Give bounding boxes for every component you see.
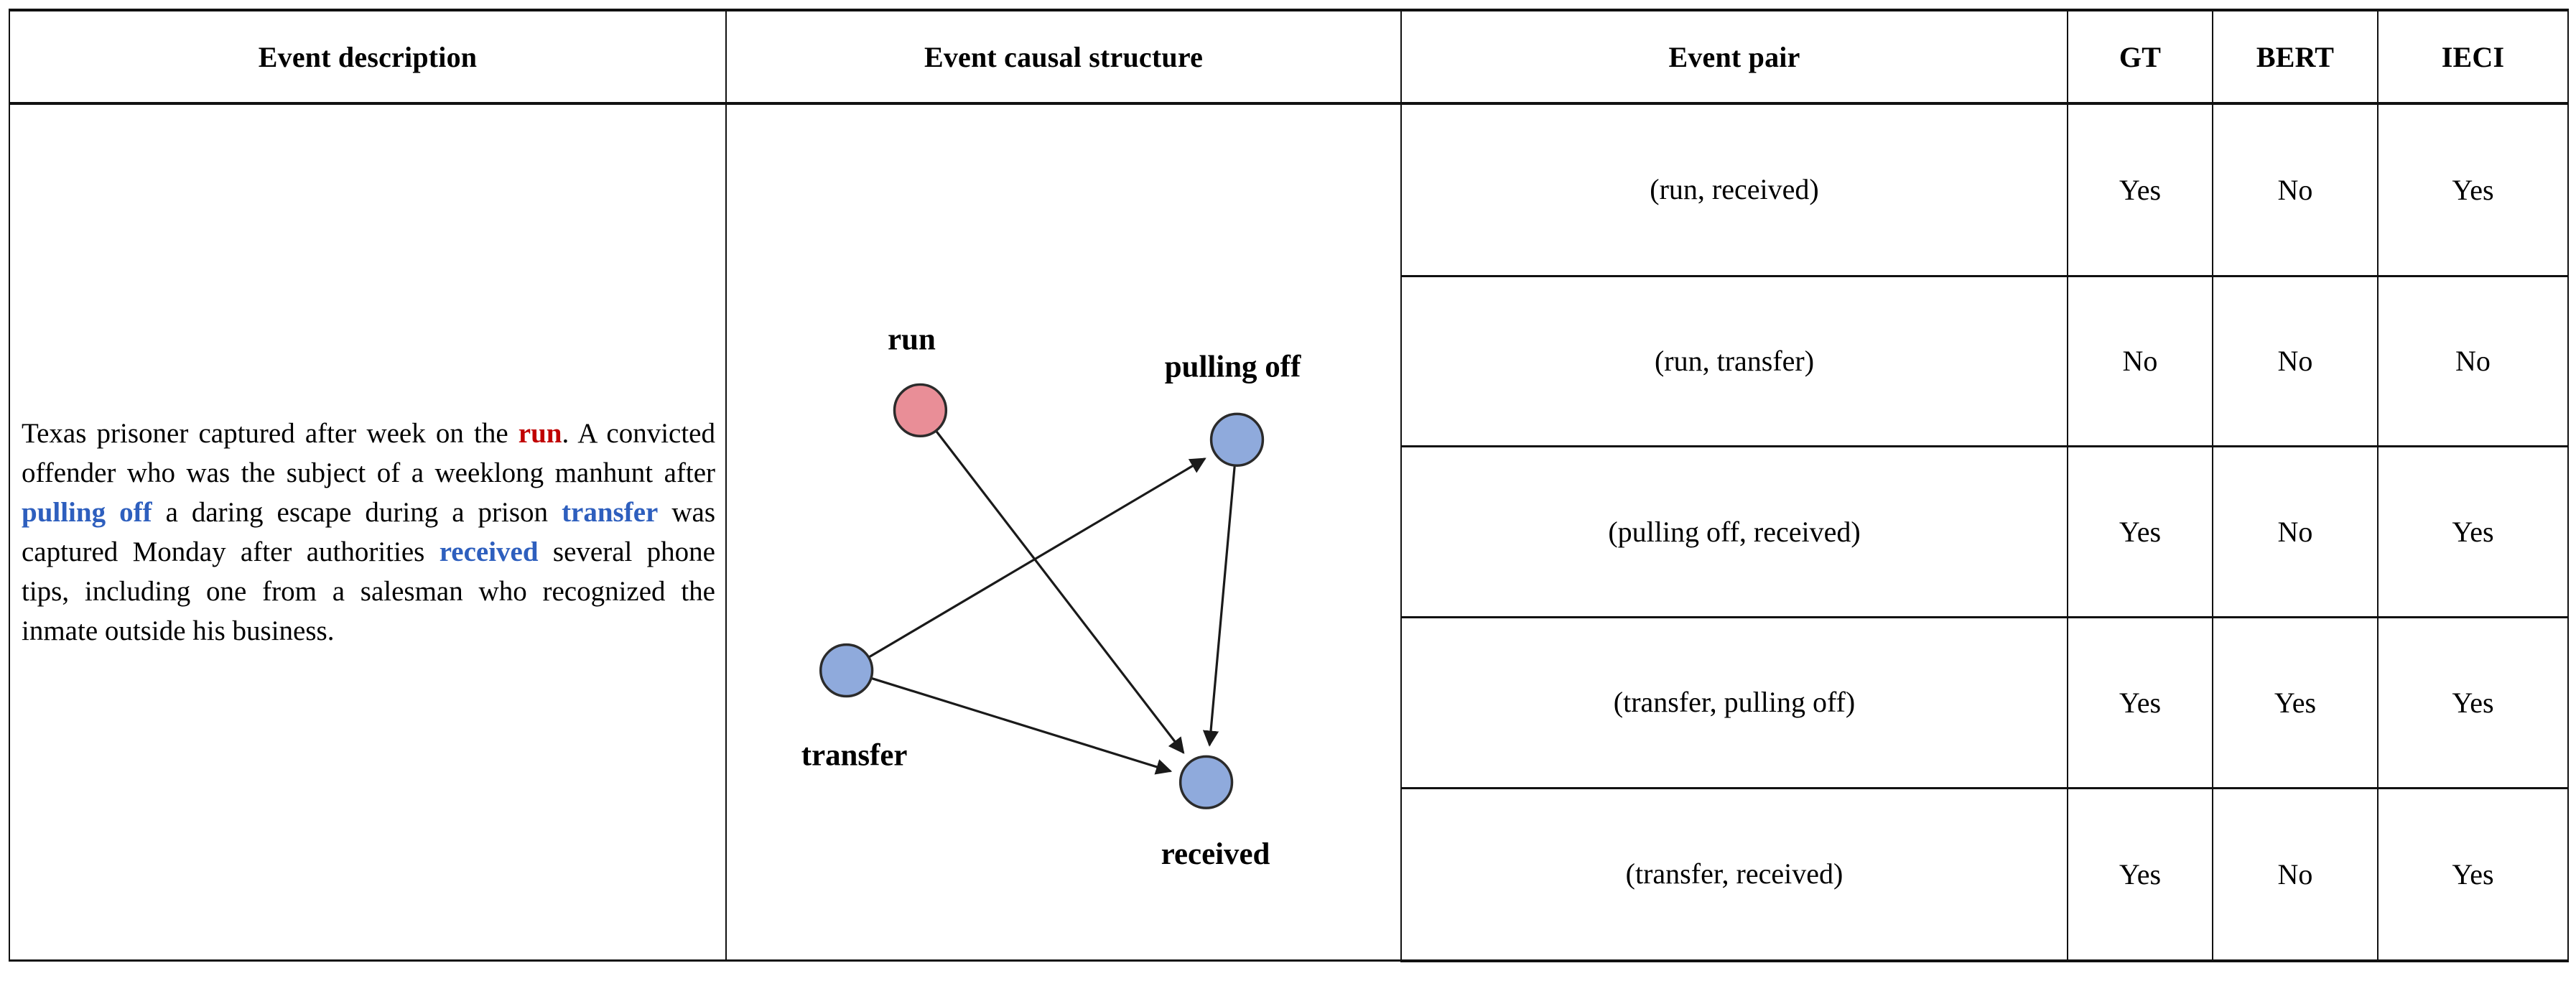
- graph-node-label-transfer: transfer: [801, 738, 908, 772]
- bert-cell: No: [2212, 274, 2379, 448]
- event-description-cell: Texas prisoner captured after week on th…: [9, 102, 727, 962]
- causal-edge-transfer-to-pulling_off: [868, 457, 1206, 659]
- event-pair-cell: (pulling off, received): [1400, 445, 2068, 619]
- table-header-row: Event description Event causal structure…: [9, 9, 2569, 105]
- ieci-cell: No: [2377, 274, 2569, 448]
- bert-value: No: [2277, 173, 2313, 206]
- table-row: (transfer, received) Yes No Yes: [9, 786, 2569, 962]
- event-causal-structure-cell: run pulling off transfer received: [725, 102, 1402, 962]
- bert-value: No: [2277, 345, 2313, 378]
- gt-value: No: [2122, 345, 2158, 378]
- ieci-value: Yes: [2452, 857, 2494, 891]
- causal-graph: run pulling off transfer received: [727, 105, 1400, 959]
- column-header-ieci: IECI: [2377, 9, 2569, 105]
- ieci-value: Yes: [2452, 686, 2494, 719]
- bert-cell: No: [2212, 445, 2379, 619]
- column-header-bert: BERT: [2212, 9, 2379, 105]
- column-header-gt: GT: [2067, 9, 2213, 105]
- causal-graph-svg: run pulling off transfer received: [801, 323, 1301, 871]
- causal-edge-run-to-received: [935, 430, 1185, 754]
- bert-cell: Yes: [2212, 616, 2379, 789]
- ieci-value: No: [2455, 345, 2491, 378]
- table-row: (pulling off, received) Yes No Yes: [9, 445, 2569, 619]
- gt-value: Yes: [2119, 173, 2162, 206]
- event-pair-label: (transfer, received): [1625, 857, 1843, 891]
- column-header-event-description: Event description: [9, 9, 727, 105]
- graph-node-label-received: received: [1161, 837, 1270, 871]
- event-description-text: Texas prisoner captured after week on th…: [22, 418, 715, 646]
- gt-cell: Yes: [2067, 445, 2213, 619]
- graph-node-run: [893, 383, 948, 438]
- gt-value: Yes: [2119, 686, 2162, 719]
- event-pair-cell: (run, received): [1400, 102, 2068, 277]
- ieci-value: Yes: [2452, 516, 2494, 549]
- causal-edge-transfer-to-received: [871, 677, 1173, 775]
- ieci-cell: Yes: [2377, 445, 2569, 619]
- event-trigger-run: run: [518, 418, 562, 449]
- event-trigger-pulling-off: pulling off: [22, 497, 152, 528]
- bert-value: No: [2277, 516, 2313, 549]
- bert-value: Yes: [2274, 686, 2317, 719]
- causal-edge-pulling_off-to-received: [1202, 465, 1236, 747]
- gt-cell: Yes: [2067, 616, 2213, 789]
- gt-cell: Yes: [2067, 786, 2213, 962]
- column-header-event-pair: Event pair: [1400, 9, 2068, 105]
- graph-node-received: [1178, 755, 1234, 809]
- bert-cell: No: [2212, 102, 2379, 277]
- gt-value: Yes: [2119, 857, 2162, 891]
- gt-cell: No: [2067, 274, 2213, 448]
- column-header-event-causal-structure: Event causal structure: [725, 9, 1402, 105]
- graph-edge-layer: [868, 430, 1236, 775]
- event-pair-cell: (run, transfer): [1400, 274, 2068, 448]
- graph-label-layer: run pulling off transfer received: [801, 323, 1301, 871]
- event-pair-cell: (transfer, received): [1400, 786, 2068, 962]
- bert-value: No: [2277, 857, 2313, 891]
- graph-node-layer: [819, 383, 1265, 809]
- event-trigger-received: received: [439, 536, 539, 567]
- event-pair-label: (transfer, pulling off): [1613, 686, 1856, 719]
- ieci-cell: Yes: [2377, 616, 2569, 789]
- ieci-cell: Yes: [2377, 102, 2569, 277]
- event-pair-cell: (transfer, pulling off): [1400, 616, 2068, 789]
- graph-node-label-pulling_off: pulling off: [1165, 350, 1301, 383]
- gt-cell: Yes: [2067, 102, 2213, 277]
- gt-value: Yes: [2119, 516, 2162, 549]
- graph-node-transfer: [819, 643, 874, 698]
- table-row: Texas prisoner captured after week on th…: [9, 102, 2569, 962]
- table-row: (run, transfer) No No No: [9, 274, 2569, 448]
- ieci-cell: Yes: [2377, 786, 2569, 962]
- event-causality-table: Event description Event causal structure…: [9, 9, 2569, 962]
- graph-node-label-run: run: [888, 323, 936, 357]
- event-trigger-transfer: transfer: [562, 497, 659, 528]
- table-row: (transfer, pulling off) Yes Yes Yes: [9, 616, 2569, 789]
- ieci-value: Yes: [2452, 173, 2494, 206]
- bert-cell: No: [2212, 786, 2379, 962]
- event-pair-label: (run, received): [1650, 173, 1819, 206]
- graph-node-pulling_off: [1209, 412, 1265, 467]
- event-pair-label: (pulling off, received): [1608, 515, 1861, 548]
- event-pair-label: (run, transfer): [1654, 344, 1815, 377]
